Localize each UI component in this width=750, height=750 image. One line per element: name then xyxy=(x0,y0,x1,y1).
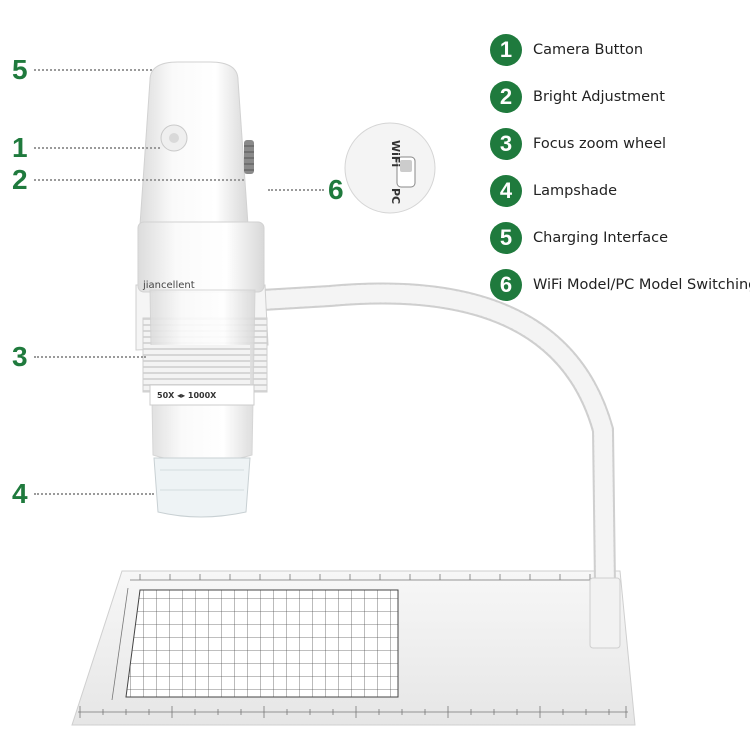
callout-leader xyxy=(34,356,146,358)
switch-wifi-label: WiFi xyxy=(389,140,402,167)
feature-legend: 1 Camera Button 2 Bright Adjustment 3 Fo… xyxy=(490,26,750,308)
legend-label: Lampshade xyxy=(533,182,618,199)
legend-item: 5 Charging Interface xyxy=(490,214,748,261)
callout-leader xyxy=(34,147,160,149)
callout-leader xyxy=(268,189,324,191)
callout-number: 1 xyxy=(12,132,28,163)
legend-item: 1 Camera Button xyxy=(490,26,748,73)
callout-leader xyxy=(34,493,154,495)
legend-number-badge: 2 xyxy=(490,80,522,113)
legend-label: Camera Button xyxy=(533,41,644,58)
legend-item: 2 Bright Adjustment xyxy=(490,73,748,120)
legend-label: Bright Adjustment xyxy=(533,88,665,105)
legend-number-badge: 3 xyxy=(490,127,522,160)
callout-number: 3 xyxy=(12,341,28,372)
microscope-body xyxy=(137,61,268,518)
device-brand-label: jiancellent xyxy=(142,280,195,291)
legend-item: 4 Lampshade xyxy=(490,167,748,214)
device-magnification-label: 50X ◂▸ 1000X xyxy=(157,391,217,400)
legend-label: Focus zoom wheel xyxy=(533,135,667,152)
switch-pc-label: PC xyxy=(389,188,402,204)
legend-item: 6 WiFi Model/PC Model Switching xyxy=(490,261,750,308)
callout-leader xyxy=(34,179,244,181)
base-plate xyxy=(71,570,636,726)
callout-number: 6 xyxy=(328,174,344,205)
switch-inset xyxy=(344,122,436,214)
legend-item: 3 Focus zoom wheel xyxy=(490,120,748,167)
legend-number-badge: 1 xyxy=(490,33,522,66)
callout-leader xyxy=(34,69,152,71)
callout-number: 4 xyxy=(12,478,28,509)
legend-number-badge: 5 xyxy=(490,221,522,254)
callout-number: 2 xyxy=(12,164,28,195)
gooseneck-arm xyxy=(251,282,621,649)
legend-label: Charging Interface xyxy=(533,229,669,246)
legend-number-badge: 6 xyxy=(490,268,522,301)
legend-number-badge: 4 xyxy=(490,174,522,207)
callout-number: 5 xyxy=(12,54,28,85)
legend-label: WiFi Model/PC Model Switching xyxy=(533,276,750,293)
